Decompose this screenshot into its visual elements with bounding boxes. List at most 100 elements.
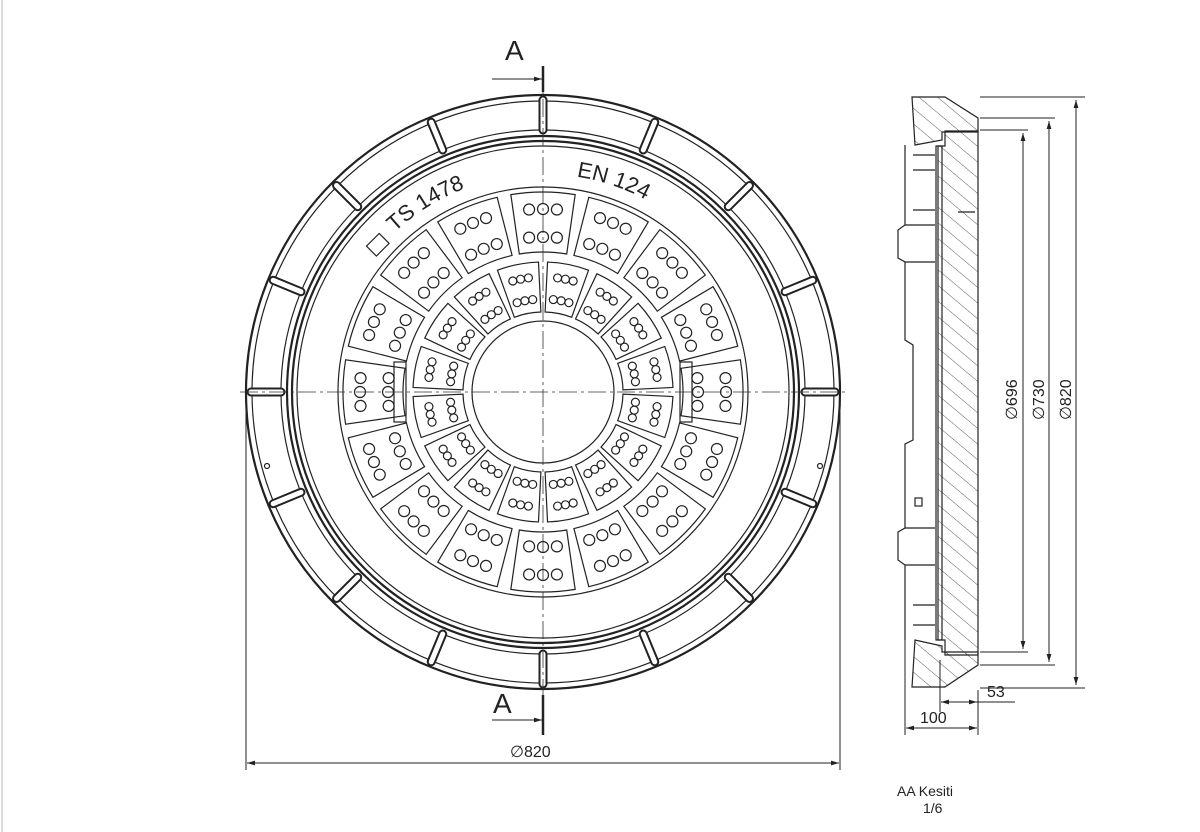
drain-hole <box>629 369 639 379</box>
section-view: ∅696 ∅730 ∅820 53 100 AA Kesiti 1/6 <box>897 96 1085 816</box>
drain-hole <box>399 313 412 327</box>
drain-hole <box>466 216 480 230</box>
drain-hole <box>619 342 630 352</box>
drain-hole <box>666 515 679 528</box>
drain-hole <box>636 504 649 518</box>
drain-hole <box>634 451 644 461</box>
drain-hole <box>438 444 448 454</box>
drain-hole <box>354 371 367 385</box>
drain-hole <box>564 298 574 308</box>
drain-hole <box>445 377 456 387</box>
drain-hole <box>447 405 457 415</box>
section-scale: 1/6 <box>923 800 943 816</box>
drain-hole <box>675 266 688 279</box>
frame-rib-inner <box>334 183 361 210</box>
drain-hole <box>427 417 437 427</box>
drain-hole <box>583 305 593 316</box>
section-letter-bottom: A <box>493 688 512 719</box>
drain-hole <box>442 323 452 333</box>
drain-hole <box>674 313 687 327</box>
drain-hole <box>583 533 596 547</box>
drain-hole <box>417 524 430 537</box>
drain-hole <box>646 495 659 508</box>
frame-rib-inner <box>428 119 446 153</box>
drain-hole <box>719 399 732 413</box>
drain-hole <box>456 432 467 442</box>
drain-hole <box>456 342 467 352</box>
drain-hole <box>560 274 571 284</box>
drain-hole <box>477 242 490 255</box>
drain-hole <box>593 559 607 573</box>
drain-hole <box>427 495 440 508</box>
drain-hole <box>508 498 518 508</box>
outer-pad <box>622 228 707 313</box>
frame-rib-inner <box>782 489 816 507</box>
drain-hole <box>407 256 420 269</box>
drain-hole <box>528 479 538 490</box>
drain-hole <box>606 216 620 230</box>
drain-hole <box>595 487 605 497</box>
drain-hole <box>615 335 625 345</box>
drain-hole <box>552 501 563 511</box>
drain-hole <box>362 442 376 456</box>
marking-en-124-path: EN 124 <box>576 157 655 204</box>
drain-hole <box>425 364 435 375</box>
drain-hole <box>656 247 669 260</box>
drain-hole <box>619 549 632 562</box>
inner-pad <box>574 272 633 335</box>
drain-hole <box>393 326 406 339</box>
frame-rib-inner <box>270 277 304 295</box>
drain-hole <box>596 314 606 324</box>
drain-hole <box>593 211 607 225</box>
drain-hole <box>560 500 571 510</box>
drain-hole <box>508 276 518 286</box>
outer-pad <box>379 471 464 556</box>
mounting-hole <box>816 462 824 470</box>
drain-hole <box>388 339 402 352</box>
drain-hole <box>674 457 687 471</box>
drain-hole <box>461 335 471 345</box>
drain-hole <box>464 248 478 261</box>
drain-hole <box>590 310 600 320</box>
frame-rib-inner <box>270 489 304 507</box>
drain-hole <box>382 399 395 413</box>
drain-hole <box>486 464 496 474</box>
drain-hole <box>710 328 724 342</box>
outer-pad <box>660 422 739 499</box>
outer-pad <box>379 228 464 313</box>
drain-hole <box>619 432 630 442</box>
drain-hole <box>417 485 431 498</box>
drain-hole <box>568 498 578 508</box>
drain-hole <box>596 460 606 470</box>
section-title: AA Kesiti <box>897 783 953 799</box>
drain-hole <box>656 524 669 537</box>
drain-hole <box>493 468 503 479</box>
frame-rib-inner <box>725 183 752 210</box>
drain-hole <box>515 274 526 284</box>
outer-pad <box>347 422 426 499</box>
drain-hole <box>655 286 669 299</box>
drain-hole <box>447 317 457 327</box>
drain-hole <box>407 515 420 528</box>
drain-hole <box>700 468 713 481</box>
drain-hole <box>481 287 491 297</box>
drain-hole <box>454 549 467 562</box>
inner-pad <box>496 465 542 523</box>
drain-hole <box>615 439 625 449</box>
drain-hole <box>424 401 434 412</box>
drain-hole <box>556 296 566 306</box>
drain-hole <box>474 291 484 301</box>
certification-logo <box>365 232 390 257</box>
drain-hole <box>522 203 536 216</box>
drain-hole <box>684 339 698 352</box>
drain-hole <box>388 432 402 445</box>
drain-hole <box>523 501 534 511</box>
drain-hole <box>651 409 661 420</box>
drain-hole <box>608 248 622 261</box>
drain-hole <box>630 397 641 407</box>
drain-hole <box>611 329 621 339</box>
inner-pad <box>600 423 663 482</box>
drain-hole <box>486 310 496 320</box>
